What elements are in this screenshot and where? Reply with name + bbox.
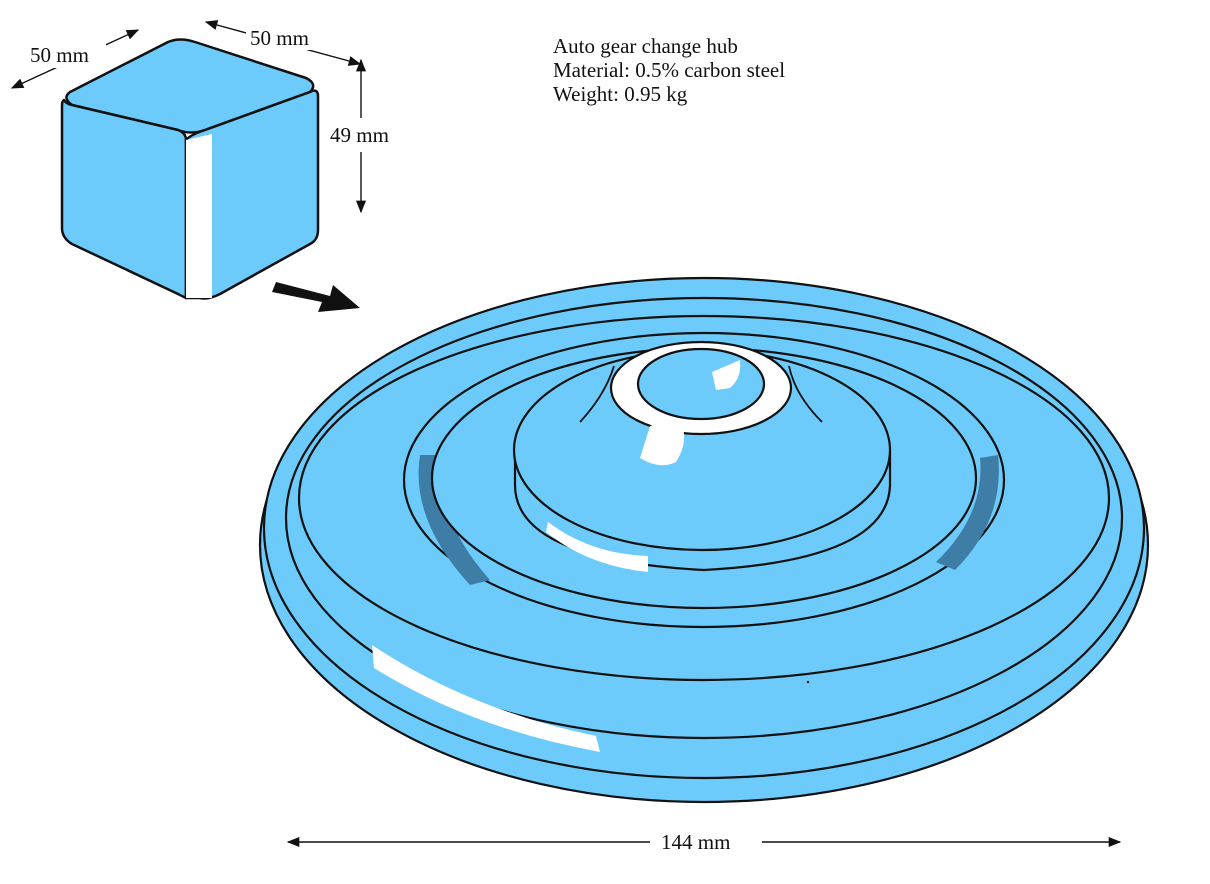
rim-ring-outer: [284, 296, 1124, 740]
process-arrow-icon: [272, 282, 360, 312]
bore-hole: [636, 347, 766, 421]
depth-label-bg: [28, 42, 106, 68]
info-block: Auto gear change hub Material: 0.5% carb…: [553, 34, 785, 106]
boss-highlight: [546, 522, 648, 572]
cube-edge-highlight: [186, 134, 212, 298]
weight-label: Weight: 0.95 kg: [553, 82, 688, 106]
speck: [806, 680, 810, 684]
bore-highlight: [640, 420, 685, 466]
blank-depth-label: 50 mm: [30, 43, 89, 67]
part-title: Auto gear change hub: [553, 34, 738, 58]
blank-width-label: 50 mm: [250, 26, 309, 50]
width-label-bg: [246, 24, 328, 50]
billet-cube: [60, 38, 320, 300]
hub-diameter-label: 144 mm: [661, 830, 730, 854]
blank-height-label: 49 mm: [330, 123, 389, 147]
gear-hub: [258, 276, 1150, 804]
groove-shadow-right: [936, 455, 999, 570]
bore-inner-highlight: [712, 360, 741, 390]
material-label: Material: 0.5% carbon steel: [553, 58, 786, 82]
hub-highlights: [372, 360, 741, 752]
cube-right-face: [184, 89, 320, 300]
boss-fillet-right: [788, 365, 823, 423]
flange-highlight: [372, 645, 600, 752]
boss-fillet-left: [579, 365, 615, 423]
cube-left-face: [60, 98, 188, 300]
